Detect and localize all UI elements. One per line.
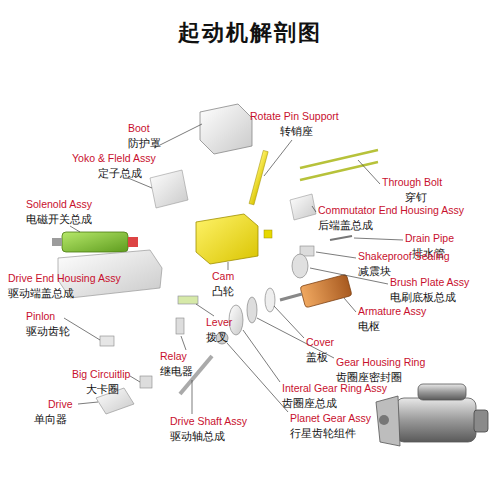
part-name-zh: 盖板: [306, 351, 328, 363]
part-name-en: Rotate Pin Support: [250, 110, 339, 122]
brush-plate: [292, 254, 308, 278]
drain-pipe: [330, 236, 352, 240]
part-name-zh: 行星齿轮组件: [290, 427, 356, 439]
armature: [300, 274, 352, 308]
part-name-zh: 电刷底板总成: [390, 291, 456, 303]
cover: [265, 288, 275, 312]
yoke: [150, 170, 188, 208]
part-name-zh: 电枢: [358, 320, 380, 332]
part-name-en: Shakeproof Sealing: [358, 250, 450, 262]
part-name-en: Relay: [160, 350, 187, 362]
title: 起动机解剖图: [0, 18, 500, 48]
part-name-zh: 防护罩: [128, 137, 161, 149]
cam-housing: [196, 214, 258, 264]
rotate-pin: [249, 150, 268, 204]
part-name-zh: 凸轮: [212, 285, 234, 297]
part-name-en: Drive Shaft Assy: [170, 415, 247, 427]
part-name-en: Interal Gear Ring Assy: [282, 382, 387, 394]
part-name-zh: 驱动端盖总成: [8, 287, 74, 299]
leader-lines: [64, 124, 403, 414]
part-name-zh: 拨叉: [206, 331, 228, 343]
assembled-starter: [376, 384, 488, 446]
boot: [200, 104, 252, 154]
part-name-en: Armature Assy: [358, 305, 426, 317]
part-name-en: Planet Gear Assy: [290, 412, 371, 424]
part-name-en: Commutator End Housing Assy: [318, 204, 464, 216]
part-name-zh: 定子总成: [98, 167, 142, 179]
part-name-en: Drive: [48, 398, 73, 410]
part-name-zh: 单向器: [34, 413, 67, 425]
gear-housing-ring: [247, 297, 257, 323]
part-name-zh: 齿圈座总成: [282, 397, 337, 409]
relay: [176, 318, 184, 334]
solenoid-plunger: [52, 238, 62, 246]
lever: [178, 296, 198, 304]
part-name-en: Gear Housing Ring: [336, 356, 425, 368]
part-name-en: Yoko & Fleld Assy: [72, 152, 156, 164]
part-name-en: Drain Pipe: [405, 232, 454, 244]
big-circlip: [140, 376, 152, 388]
armature-shaft: [280, 294, 302, 300]
commutator-end-housing: [290, 194, 316, 220]
part-name-zh: 穿钉: [405, 191, 427, 203]
part-name-zh: 转销座: [280, 125, 313, 137]
part-name-en: Solenold Assy: [26, 198, 92, 210]
part-name-zh: 大卡圈: [86, 383, 119, 395]
part-name-en: Lever: [206, 316, 232, 328]
pinion: [100, 336, 114, 346]
part-name-zh: 驱动轴总成: [170, 430, 225, 442]
part-name-en: Cam: [212, 270, 234, 282]
part-name-en: Boot: [128, 122, 150, 134]
part-name-en: Cover: [306, 336, 334, 348]
through-bolt: [300, 162, 378, 180]
part-name-zh: 减震块: [358, 265, 391, 277]
part-name-zh: 齿圈座密封圈: [336, 371, 402, 383]
part-name-zh: 电磁开关总成: [26, 213, 92, 225]
pin-support: [264, 230, 272, 238]
part-name-zh: 继电器: [160, 365, 193, 377]
part-name-en: Pinlon: [26, 310, 55, 322]
solenoid: [62, 232, 128, 252]
part-name-en: Through Bolt: [382, 176, 442, 188]
solenoid-terminal: [128, 237, 138, 247]
part-name-en: Drive End Housing Assy: [8, 272, 121, 284]
part-name-en: Brush Plate Assy: [390, 276, 469, 288]
part-name-en: Big Circuitlip: [72, 368, 130, 380]
part-name-zh: 后端盖总成: [318, 219, 373, 231]
part-name-zh: 驱动齿轮: [26, 325, 70, 337]
